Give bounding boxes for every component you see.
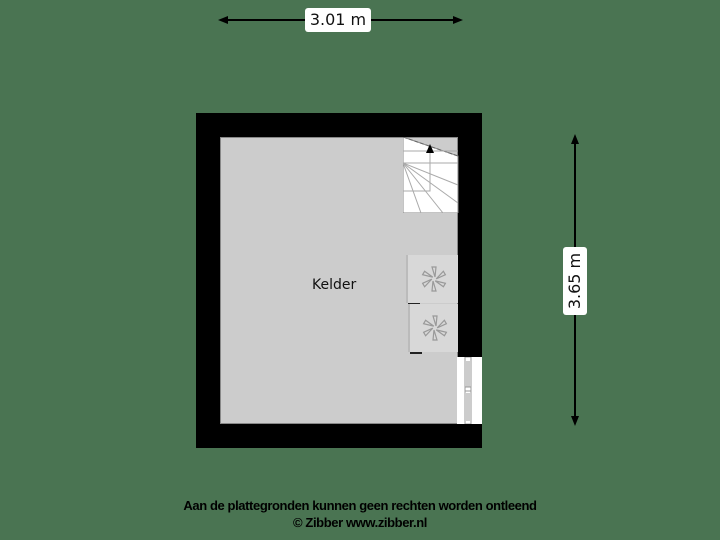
disclaimer-text: Aan de plattegronden kunnen geen rechten… xyxy=(183,498,537,513)
window-east xyxy=(457,356,482,425)
copyright-text: © Zibber www.zibber.nl xyxy=(293,515,427,530)
fan-icon xyxy=(422,315,448,341)
height-label-box: 3.65 m xyxy=(563,247,587,315)
height-label: 3.65 m xyxy=(565,252,584,310)
fan-icon xyxy=(421,266,447,292)
width-label: 3.01 m xyxy=(305,8,371,32)
room-label-kelder: Kelder xyxy=(312,277,357,293)
appliance-dryer xyxy=(408,304,458,354)
window-icon xyxy=(464,356,472,425)
appliance-washing-machine xyxy=(406,255,458,305)
stairs-icon xyxy=(403,137,459,213)
